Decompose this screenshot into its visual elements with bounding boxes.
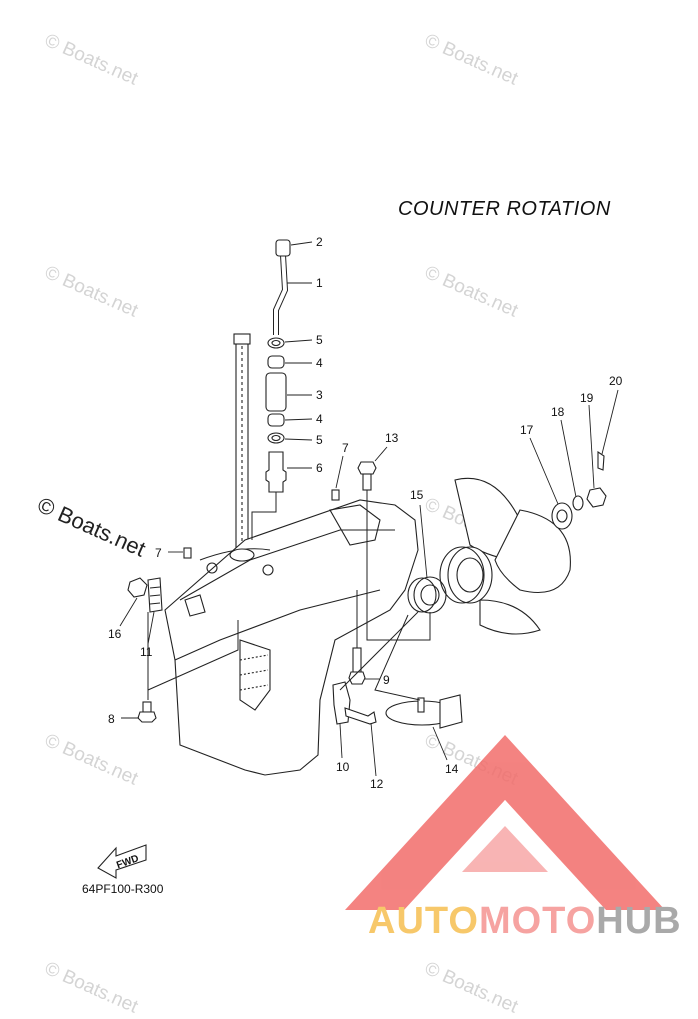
callout-label: 15 (410, 488, 424, 502)
callout-label: 7 (155, 546, 162, 560)
bolt-part-12 (344, 707, 377, 725)
fwd-arrow-icon (97, 844, 147, 879)
lower-casing (164, 499, 419, 776)
bolt-part-15 (357, 461, 377, 491)
callout-label: 4 (316, 356, 323, 370)
callout-label: 7 (342, 441, 349, 455)
diagram-code: 64PF100-R300 (82, 882, 164, 896)
diagram-title: COUNTER ROTATION (398, 198, 611, 220)
sleeve-part-3 (265, 372, 287, 412)
callout-label: 8 (108, 712, 115, 726)
callout-label: 10 (336, 760, 350, 774)
brand-logo-icon (345, 735, 665, 910)
brand-part-hub: HUB (596, 900, 682, 942)
propeller (439, 477, 571, 635)
callout-label: 5 (316, 333, 323, 347)
bolt-part-9 (348, 647, 366, 685)
rubber-part-4 (267, 355, 285, 369)
seal-part-5 (267, 337, 285, 349)
seal-part-5 (267, 432, 285, 444)
callout-label: 2 (316, 235, 323, 249)
callout-label: 13 (385, 431, 399, 445)
bolt-part-8 (137, 701, 157, 723)
callout-label: 1 (316, 276, 323, 290)
grommet-part-2 (275, 239, 291, 257)
nut-part-19 (586, 487, 607, 508)
callout-label: 20 (609, 374, 623, 388)
callout-label: 6 (316, 461, 323, 475)
diagram-canvas: © Boats.net © Boats.net © Boats.net © Bo… (34, 30, 682, 1018)
brand-part-auto: AUTO (368, 900, 479, 942)
nut-part-13 (127, 577, 148, 598)
callout-label: 5 (316, 433, 323, 447)
trim-tab-part-14 (385, 694, 463, 729)
callout-label: 4 (316, 412, 323, 426)
dowel-pin-part-7 (183, 547, 192, 559)
callout-label: 11 (140, 645, 153, 659)
callout-label: 16 (108, 627, 122, 641)
washer-part-18 (572, 495, 584, 511)
spacer-part-17 (551, 502, 573, 530)
brand-wordmark: AUTOMOTOHUB (368, 900, 682, 943)
callout-label: 19 (580, 391, 594, 405)
callout-label: 14 (445, 762, 459, 776)
water-tube (273, 254, 289, 335)
callout-label: 9 (383, 673, 390, 687)
collar-part-6 (265, 451, 287, 493)
parts-drawing: 2 1 5 4 3 4 5 6 7 7 16 11 8 9 10 12 14 1… (97, 235, 665, 910)
callout-label: 17 (520, 423, 534, 437)
dowel-pin-part-7 (331, 489, 340, 501)
brand-part-moto: MOTO (478, 900, 597, 942)
callout-label: 18 (551, 405, 565, 419)
cotter-pin-part-20 (597, 450, 605, 471)
callout-label: 12 (370, 777, 384, 791)
drive-shaft (233, 333, 251, 556)
callout-label: 3 (316, 388, 323, 402)
rubber-part-4 (267, 413, 285, 427)
